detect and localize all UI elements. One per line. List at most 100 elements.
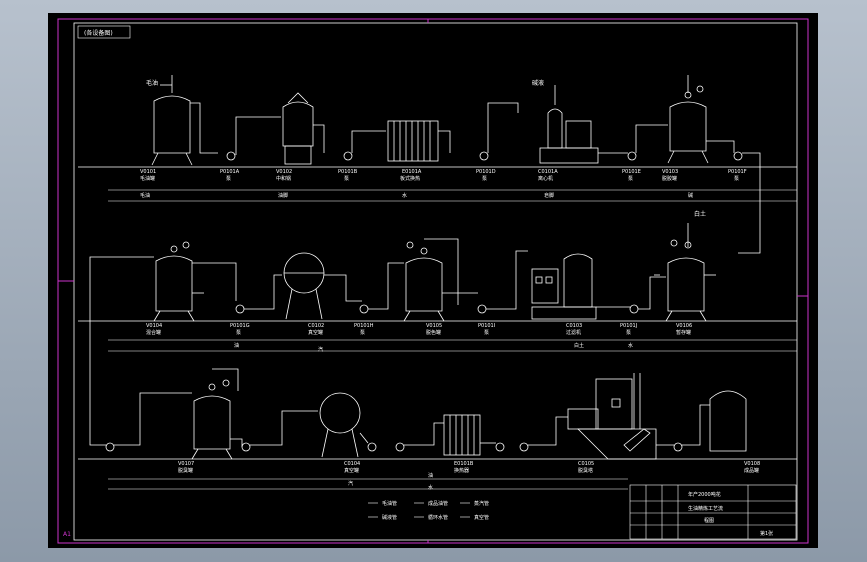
row1-tag-6: C0101A <box>538 169 558 175</box>
p0102b-pump-icon <box>241 442 251 452</box>
row2-stream-2: 白土 <box>574 342 584 349</box>
row2-name-2: 真空罐 <box>308 329 323 336</box>
p0101h-pump-icon <box>359 304 369 314</box>
v0106-tank <box>667 257 705 312</box>
row2-tag-2: C0102 <box>308 323 324 329</box>
row1-tag-3: P0101B <box>338 169 358 175</box>
row2-tag-3: P0101H <box>354 323 374 329</box>
legend-item-1: 成品油管 <box>428 500 448 507</box>
v0107-tank <box>193 395 231 450</box>
v0103-tank <box>669 101 707 152</box>
row1-name-9: 泵 <box>734 176 739 182</box>
row1-labels: 毛油 碱液 V0101 毛油罐 P0101A 泵 V0102 中和锅 P0101… <box>140 79 747 199</box>
p0102e-pump-icon <box>495 442 505 452</box>
row3-name-3: 脱臭塔 <box>578 467 593 474</box>
row2-name-6: 过滤机 <box>566 329 581 336</box>
row1-stream-3: 水 <box>402 192 407 199</box>
row1-name-1: 泵 <box>226 176 231 182</box>
row1-name-3: 泵 <box>344 176 349 182</box>
c0104-vacuum-sphere <box>319 392 361 434</box>
c0101a-centrifuge-base <box>539 147 599 164</box>
corner-tag: (各设备图) <box>84 29 113 37</box>
corner-mark: A1 <box>63 531 71 538</box>
row2-tag-8: V0106 <box>676 323 692 329</box>
row2-name-4: 脱色罐 <box>426 329 441 336</box>
row1-stream-4: 碱 <box>688 192 693 199</box>
v0102-reactor <box>282 101 314 147</box>
row1-tag-1: P0101A <box>220 169 240 175</box>
row2-tag-5: P0101I <box>478 323 495 329</box>
row3-name-0: 脱臭罐 <box>178 467 193 474</box>
row2-tag-0: V0104 <box>146 323 162 329</box>
p0101i-pump-icon <box>477 304 487 314</box>
row1-name-0: 毛油罐 <box>140 175 155 182</box>
row1-tag-2: V0102 <box>276 169 292 175</box>
row2-tag-4: V0105 <box>426 323 442 329</box>
p0101d-pump-icon <box>479 151 489 161</box>
row3-tag-4: V0108 <box>744 461 760 467</box>
row1-name-4: 板式换热 <box>400 175 420 182</box>
row2-stream-1: 汽 <box>318 346 323 353</box>
row3-tag-1: C0104 <box>344 461 360 467</box>
row3-name-2: 换热器 <box>454 467 469 474</box>
legend: 毛油管 成品油管 蒸汽管 碱液管 循环水管 真空管 <box>368 500 489 521</box>
row3-equipment <box>89 321 747 460</box>
row3-name-4: 成品罐 <box>744 467 759 474</box>
v0101-tank <box>153 95 191 154</box>
row2-labels: 白土 V0104 混合罐 P0101G 泵 C0102 真空罐 P0101H 泵… <box>146 210 706 353</box>
row3-stream-0: 汽 <box>348 480 353 487</box>
row1-equipment <box>151 75 761 254</box>
row1-tag-4: E0101A <box>402 169 422 175</box>
legend-item-0: 毛油管 <box>382 500 397 507</box>
row2-name-5: 泵 <box>484 330 489 336</box>
title-line2: 生油精炼工艺流 <box>688 505 723 512</box>
row1-tag-0: V0101 <box>140 169 156 175</box>
row2-name-0: 混合罐 <box>146 329 161 336</box>
row3-stream-2: 水 <box>428 484 433 491</box>
row2-tag-6: C0103 <box>566 323 582 329</box>
v0104-tank <box>155 255 193 312</box>
title-line3: 程图 <box>704 517 714 524</box>
p0102d-pump-icon <box>395 442 405 452</box>
row2-name-8: 暂存罐 <box>676 329 691 336</box>
p0102c-pump-icon <box>367 442 377 452</box>
p0101b-pump-icon <box>343 151 353 161</box>
p0102a-pump-icon <box>105 442 115 452</box>
c0103-filter-body <box>531 268 559 304</box>
corner-tag-box <box>77 25 131 39</box>
row2-annot-clay: 白土 <box>694 210 706 218</box>
sheet-frame <box>57 18 809 544</box>
drawing-canvas[interactable]: (各设备图) A1 <box>48 13 818 548</box>
legend-item-2: 蒸汽管 <box>474 500 489 507</box>
row1-tag-7: P0101E <box>622 169 641 175</box>
row2-name-7: 泵 <box>626 330 631 336</box>
row2-tag-1: P0101G <box>230 323 250 329</box>
row1-name-7: 泵 <box>628 176 633 182</box>
legend-item-3: 碱液管 <box>382 514 397 521</box>
row1-name-5: 泵 <box>482 176 487 182</box>
title-block: 年产2000吨花 生油精炼工艺流 程图 第1张 <box>629 484 797 540</box>
row2-name-1: 泵 <box>236 330 241 336</box>
row3-tag-2: E0101B <box>454 461 474 467</box>
p0101g-pump-icon <box>235 304 245 314</box>
row1-name-6: 离心机 <box>538 175 553 182</box>
row1-annot-oil: 毛油 <box>146 79 158 87</box>
v0108-tank <box>709 390 747 452</box>
row1-stream-0: 毛油 <box>140 192 150 199</box>
row3-labels: V0107 脱臭罐 C0104 真空罐 E0101B 换热器 C0105 脱臭塔… <box>178 461 760 491</box>
row1-tag-5: P0101D <box>476 169 496 175</box>
row1-name-2: 中和锅 <box>276 175 291 182</box>
row3-stream-1: 油 <box>428 472 433 479</box>
row1-stream-1: 油脚 <box>278 192 288 199</box>
sheet-number: 第1张 <box>760 530 773 537</box>
v0105-tank <box>405 257 443 312</box>
row3-tag-0: V0107 <box>178 461 194 467</box>
row1-name-8: 脱胶罐 <box>662 175 677 182</box>
p0102f-pump-icon <box>519 442 529 452</box>
p0101a-pump-icon <box>226 151 236 161</box>
legend-item-4: 循环水管 <box>428 514 448 521</box>
row2-equipment <box>89 223 716 322</box>
p0101j-pump-icon <box>629 304 639 314</box>
c0105-deodorizer-box <box>567 408 599 430</box>
